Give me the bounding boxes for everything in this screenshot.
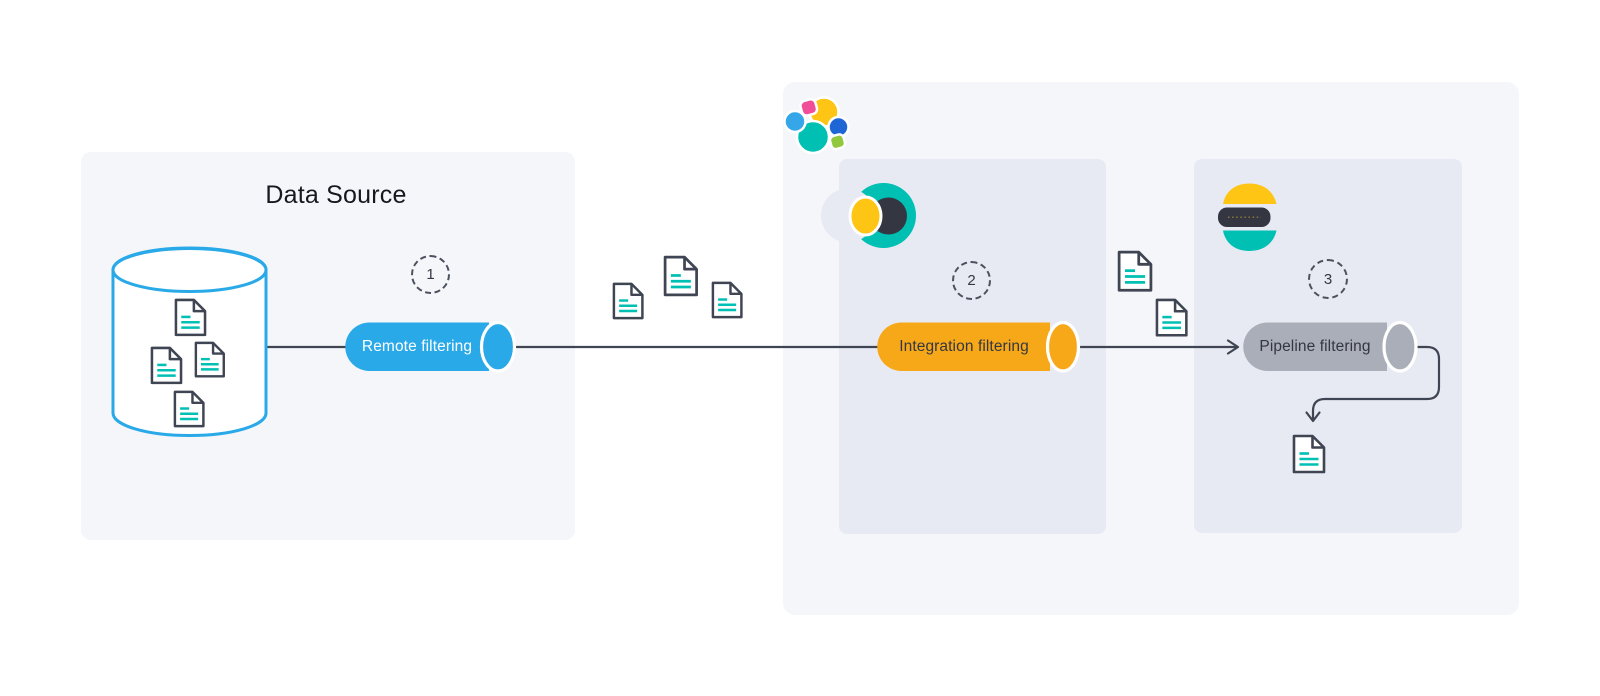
integration-pill-body [877,322,1050,371]
elastic-logo-green [828,133,847,151]
elastic-logo-lightblue [783,109,807,134]
document-icon [612,282,644,320]
database-icon [111,246,268,438]
pipeline-filtering-pill [1243,320,1418,373]
connector-yellow-circle [848,195,883,237]
step-2-number: 2 [967,272,976,289]
integration-filtering-pill [877,320,1081,373]
elasticsearch-logo [1218,183,1277,251]
integration-filtering-label: Integration filtering [899,338,1029,355]
step-2-badge: 2 [952,261,991,300]
document-icon [194,341,225,378]
document-icon [663,255,698,297]
elastic-logo-pink [799,98,819,117]
document-icon [150,346,183,385]
document-icon [711,281,743,319]
document-icon [1292,434,1326,474]
step-3-number: 3 [1323,270,1333,288]
pipeline-output-line [1311,345,1441,419]
document-group-integration-output [1117,250,1188,337]
step-3-badge: 3 [1308,259,1348,299]
pipeline-filtering-label: Pipeline filtering [1259,338,1371,355]
document-group-source-output [612,255,743,320]
document-icon [173,390,205,428]
remote-filtering-label: Remote filtering [361,338,473,355]
step-1-number: 1 [426,266,435,283]
arrowhead-into-pipeline [1226,339,1240,355]
elastic-stack-logo [783,96,850,155]
elasticsearch-logo-teal [1223,230,1277,251]
elasticsearch-logo-bar [1218,207,1271,227]
step-1-badge: 1 [411,255,450,294]
document-icon [1117,250,1153,292]
database-top [111,247,268,293]
remote-pill-body [345,322,489,371]
flow-lines [266,339,1441,423]
remote-pill-cap [479,320,517,373]
elasticsearch-logo-yellow [1223,183,1277,204]
document-icon [1155,298,1188,337]
elastic-logo-teal [795,119,831,155]
remote-filtering-pill [345,320,517,373]
arrowhead-into-document [1305,411,1321,423]
pipeline-pill-body [1243,322,1387,371]
integration-pill-cap [1045,320,1081,373]
pipeline-pill-cap [1382,320,1418,373]
connector-icon [821,183,916,248]
document-icon [174,298,207,337]
data-source-title: Data Source [265,181,407,209]
